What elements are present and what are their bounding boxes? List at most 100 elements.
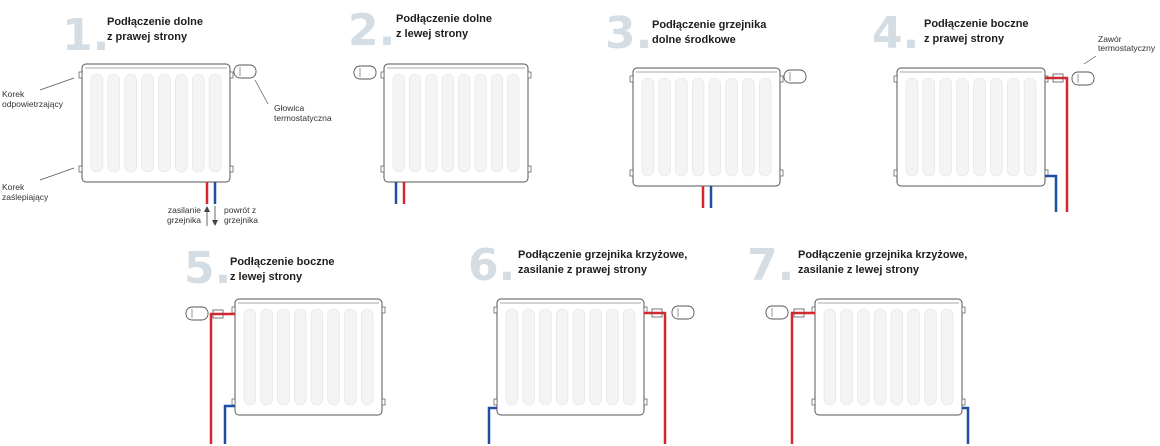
radiator-body (896, 67, 1046, 187)
radiator-fin (890, 308, 904, 406)
panel-1-title-line1: Podłączenie dolne (107, 16, 203, 28)
radiator-fin (191, 73, 205, 173)
thermo-valve-label-line1: Zawór (1098, 34, 1122, 44)
radiator-fin (1006, 77, 1020, 177)
panel-5-valve-body (212, 309, 224, 319)
radiator-plug-bottom-right (229, 165, 234, 173)
panel-4-number: 4. (872, 8, 919, 59)
radiator-fin (260, 308, 273, 406)
radiator-body (383, 63, 529, 183)
radiator-fin (441, 73, 454, 173)
radiator-plug-bottom-left (893, 169, 898, 177)
radiator-fin (641, 77, 655, 177)
radiator-fin (758, 77, 772, 177)
radiator-fin (539, 308, 552, 406)
panel-4-return-pipe (1045, 174, 1058, 212)
panel-7: 7. Podłączenie grzejnika krzyżowe, zasil… (747, 240, 970, 444)
thermostatic-head-icon (233, 64, 257, 79)
panel-2-number: 2. (348, 5, 395, 56)
radiator-plug-bottom-left (78, 165, 83, 173)
panel-4-valve-head (1071, 71, 1095, 86)
radiator-body (234, 298, 383, 416)
radiator-fin (107, 73, 121, 173)
radiator-fin (708, 77, 722, 177)
radiator-fin (175, 73, 188, 173)
radiator-fin (691, 77, 705, 177)
radiator-fin (572, 308, 586, 406)
radiator-fin (675, 77, 688, 177)
panel-1-radiator (78, 63, 234, 183)
radiator-fin (277, 308, 290, 406)
return-arrow-icon (212, 220, 218, 226)
panel-5-valve-head (185, 306, 209, 321)
radiator-plug-bottom-right (643, 398, 648, 406)
radiator-fin (90, 73, 104, 173)
radiator-body (496, 298, 645, 416)
radiator-fin (458, 73, 471, 173)
panel-6-radiator (493, 298, 648, 416)
panel-4-title-line1: Podłączenie boczne (924, 18, 1029, 30)
vent-plug-label-line2: odpowietrzający (2, 99, 64, 109)
panel-4-valve-body (1052, 73, 1064, 83)
panel-5-title-line2: z lewej strony (230, 271, 303, 283)
panel-4: 4. Podłączenie boczne z prawej strony Za… (872, 8, 1156, 212)
thermo-head-label-line2: termostatyczna (274, 113, 332, 123)
vent-plug-label-line1: Korek (2, 89, 25, 99)
return-label-line2: grzejnika (224, 215, 258, 225)
thermostatic-head-icon (185, 306, 209, 321)
radiator-fin (310, 308, 324, 406)
panel-4-title-line2: z prawej strony (924, 33, 1005, 45)
radiator-fin (956, 77, 969, 177)
panel-3: 3. Podłączenie grzejnika dolne środkowe (605, 8, 807, 208)
radiator-fin (1023, 77, 1037, 177)
radiator-plug-top-left (629, 75, 634, 83)
panel-2-valve-head (353, 65, 377, 80)
radiator-plug-top-left (893, 75, 898, 83)
radiator-fin (907, 308, 920, 406)
panel-7-number: 7. (747, 240, 794, 291)
radiator-plug-bottom-left (380, 165, 385, 173)
panel-7-title-line2: zasilanie z lewej strony (798, 264, 920, 276)
panel-6-valve-body (651, 308, 663, 318)
panel-5-supply-pipe (209, 312, 235, 444)
panel-3-title-line2: dolne środkowe (652, 34, 736, 46)
radiator-plug-bottom-left (811, 398, 816, 406)
radiator-fin (940, 308, 954, 406)
panel-4-radiator (893, 67, 1049, 187)
radiator-plug-top-right (381, 306, 386, 314)
radiator-fin (425, 73, 438, 173)
panel-6-title-line1: Podłączenie grzejnika krzyżowe, (518, 249, 687, 261)
supply-arrow-icon (204, 206, 210, 212)
radiator-fin (606, 308, 619, 406)
radiator-fin (208, 73, 222, 173)
radiator-plug-top-right (961, 306, 966, 314)
radiator-plug-top-right (527, 71, 532, 79)
thermostatic-head-icon (353, 65, 377, 80)
radiator-plug-top-left (78, 71, 83, 79)
radiator-fin (392, 73, 405, 173)
panel-3-number: 3. (605, 8, 652, 59)
radiator-plug-bottom-left (231, 398, 236, 406)
supply-label-line2: grzejnika (167, 215, 201, 225)
radiator-fin (725, 77, 738, 177)
radiator-plug-top-left (380, 71, 385, 79)
panel-5-return-pipe (223, 404, 235, 444)
panel-6: 6. Podłączenie grzejnika krzyżowe, zasil… (468, 240, 695, 444)
panel-1-valve-head (233, 64, 257, 79)
radiator-plug-bottom-left (629, 169, 634, 177)
radiator-fin (124, 73, 137, 173)
radiator-body (814, 298, 963, 416)
radiator-plug-top-right (779, 75, 784, 83)
thermostatic-head-icon (783, 69, 807, 84)
blind-plug-label-line2: zaślepiający (2, 192, 49, 202)
panel-7-return-pipe (962, 406, 970, 444)
thermostatic-head-icon (671, 305, 695, 320)
radiator-plug-bottom-right (779, 169, 784, 177)
panel-5-number: 5. (184, 243, 231, 294)
supply-label-line1: zasilanie (168, 205, 201, 215)
panel-1-title-line2: z prawej strony (107, 31, 188, 43)
radiator-plug-bottom-right (381, 398, 386, 406)
radiator-fin (840, 308, 853, 406)
radiator-plug-bottom-right (527, 165, 532, 173)
